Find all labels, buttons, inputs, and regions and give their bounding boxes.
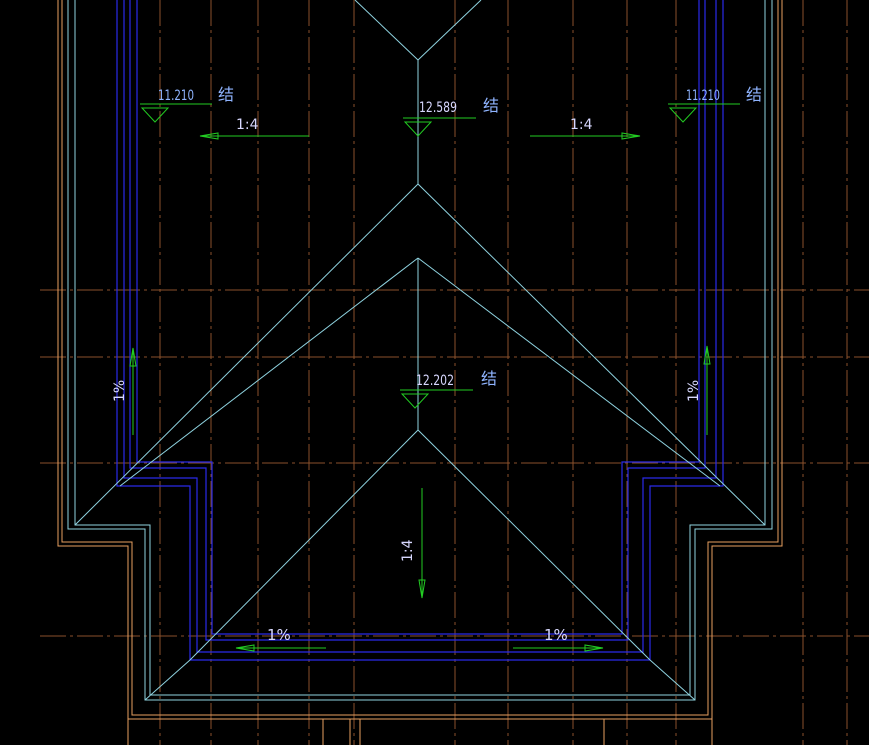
structural-note: 结 xyxy=(218,85,234,104)
elevation-value: 12.589 xyxy=(419,100,457,116)
slope-label: 1:4 xyxy=(570,117,593,133)
slope-arrow-right-side: 1% xyxy=(686,345,711,435)
elevation-marker-right: 11.210 结 xyxy=(668,85,762,123)
slope-arrow-bottom-left: 1% xyxy=(235,626,326,652)
elevation-value: 11.210 xyxy=(158,88,194,104)
slope-arrow-left-side: 1% xyxy=(112,347,137,435)
grid-lines xyxy=(40,0,869,745)
slope-arrow-center-down: 1:4 xyxy=(400,488,426,599)
roof-edges xyxy=(67,0,773,701)
slope-label: 1% xyxy=(267,626,291,644)
elevation-marker-left: 11.210 结 xyxy=(140,85,234,123)
structural-note: 结 xyxy=(746,85,762,104)
slope-label: 1% xyxy=(112,380,128,402)
structural-note: 结 xyxy=(483,96,499,115)
elevation-value: 12.202 xyxy=(416,373,454,389)
slope-label: 1% xyxy=(544,626,568,644)
slope-label: 1% xyxy=(686,380,702,402)
structural-note: 结 xyxy=(481,369,497,388)
slope-arrow-right-top: 1:4 xyxy=(530,117,641,140)
elevation-value: 11.210 xyxy=(686,88,720,104)
slope-label: 1:4 xyxy=(400,539,416,562)
parapet-walls xyxy=(116,0,724,661)
slope-arrow-bottom-right: 1% xyxy=(513,626,604,652)
slope-arrow-left-top: 1:4 xyxy=(199,117,309,140)
elevation-marker-center-top: 12.589 结 xyxy=(403,96,499,137)
slope-label: 1:4 xyxy=(236,117,259,133)
building-outline xyxy=(57,0,783,745)
elevation-marker-center-mid: 12.202 结 xyxy=(400,369,497,409)
